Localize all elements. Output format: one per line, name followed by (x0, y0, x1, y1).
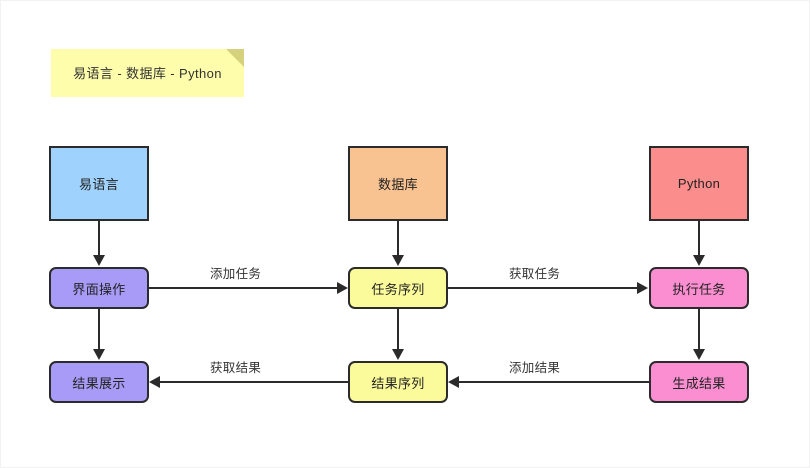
node-jiemian-caozuo[interactable]: 界面操作 (49, 267, 149, 309)
node-yiyuyan[interactable]: 易语言 (49, 146, 149, 221)
edge-add-result-label: 添加结果 (509, 361, 561, 375)
edge-add-task-label: 添加任务 (210, 267, 262, 281)
edge-add-result-arrowhead (448, 376, 459, 388)
edge-get-task-arrowhead (637, 282, 648, 294)
node-renwu-xulie[interactable]: 任务序列 (348, 267, 448, 309)
node-jieguo-zhanshi-label: 结果展示 (72, 375, 126, 391)
node-python[interactable]: Python (649, 146, 749, 221)
edge-get-result-arrowhead (149, 376, 160, 388)
node-shengcheng-jieguo-label: 生成结果 (672, 375, 726, 391)
edge-jiemian-to-jieguozhanshi-line (98, 309, 100, 350)
edge-renwuxulie-to-jieguoxulie-line (397, 309, 399, 350)
node-zhixing-renwu[interactable]: 执行任务 (649, 267, 749, 309)
node-jieguo-zhanshi[interactable]: 结果展示 (49, 361, 149, 403)
note-title-text: 易语言 - 数据库 - Python (73, 66, 222, 81)
node-yiyuyan-label: 易语言 (79, 177, 119, 192)
edge-add-result-line (459, 381, 649, 383)
edge-shujuku-to-renwuxulie-line (397, 221, 399, 256)
node-shujuku[interactable]: 数据库 (348, 146, 448, 221)
edge-get-result-label: 获取结果 (210, 361, 262, 375)
edge-yiyuyan-to-jiemian-line (98, 221, 100, 256)
node-jiemian-caozuo-label: 界面操作 (72, 281, 126, 297)
node-shengcheng-jieguo[interactable]: 生成结果 (649, 361, 749, 403)
edge-jiemian-to-jieguozhanshi-arrowhead (93, 349, 105, 360)
edge-get-result-line (160, 381, 348, 383)
edge-get-task-label: 获取任务 (509, 267, 561, 281)
edge-zhixingrenwu-to-shengchengjieguo-arrowhead (693, 349, 705, 360)
edge-python-to-zhixingrenwu-arrowhead (693, 255, 705, 266)
edge-zhixingrenwu-to-shengchengjieguo-line (698, 309, 700, 350)
edge-shujuku-to-renwuxulie-arrowhead (392, 255, 404, 266)
node-jieguo-xulie-label: 结果序列 (371, 375, 425, 391)
node-zhixing-renwu-label: 执行任务 (672, 281, 726, 297)
title-sticky-note: 易语言 - 数据库 - Python (51, 49, 244, 97)
edge-add-task-arrowhead (337, 282, 348, 294)
edge-python-to-zhixingrenwu-line (698, 221, 700, 256)
note-fold-corner-icon (226, 49, 244, 67)
edge-get-task-line (448, 287, 638, 289)
node-python-label: Python (677, 176, 721, 191)
edge-add-task-line (149, 287, 338, 289)
edge-yiyuyan-to-jiemian-arrowhead (93, 255, 105, 266)
edge-renwuxulie-to-jieguoxulie-arrowhead (392, 349, 404, 360)
node-shujuku-label: 数据库 (378, 177, 418, 192)
node-jieguo-xulie[interactable]: 结果序列 (348, 361, 448, 403)
node-renwu-xulie-label: 任务序列 (371, 281, 425, 297)
